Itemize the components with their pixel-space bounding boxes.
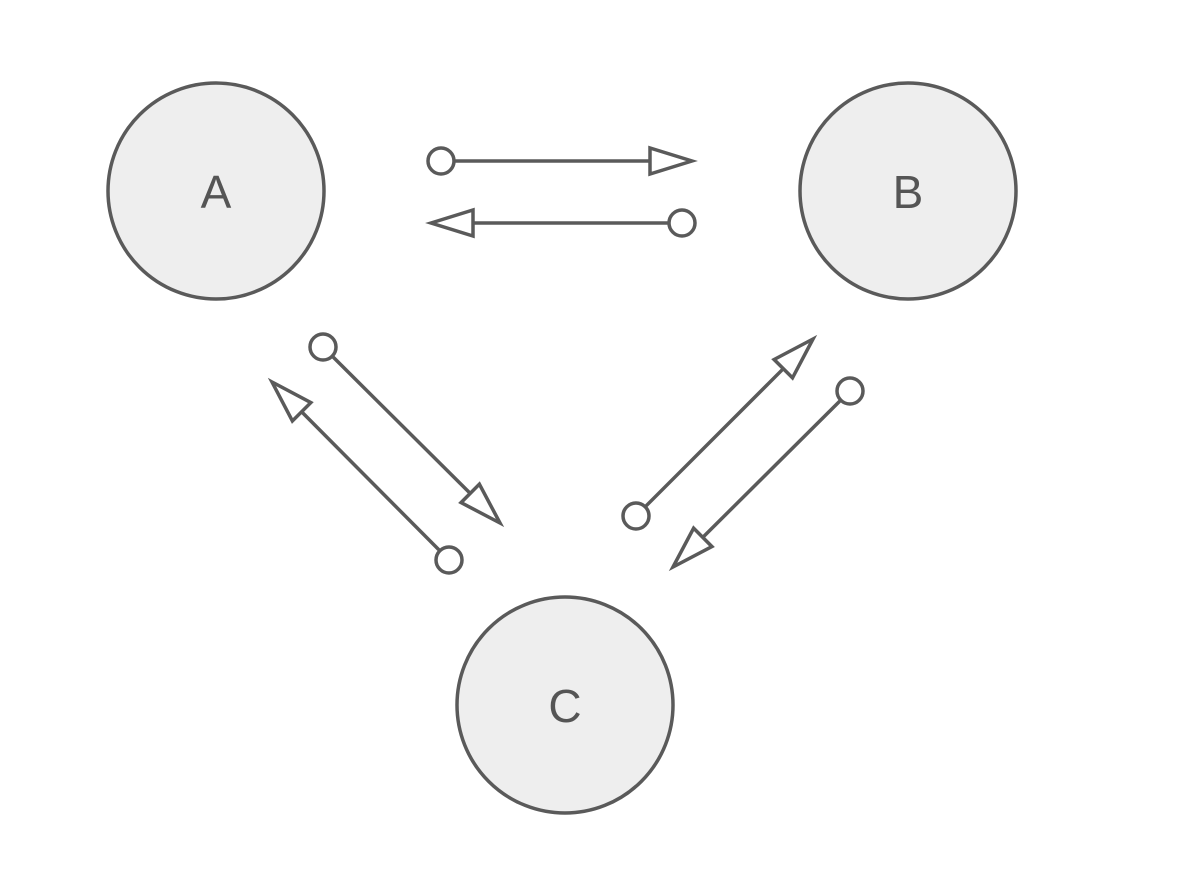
nodes-layer: A B C bbox=[106, 81, 1018, 815]
edge-line bbox=[300, 410, 442, 553]
edge-line bbox=[643, 367, 785, 509]
edge-tail-circle-marker bbox=[426, 146, 456, 176]
edge-tail-circle-marker bbox=[621, 501, 651, 531]
edge-tail-circle-marker bbox=[667, 208, 697, 238]
edge-arrowhead-icon bbox=[267, 377, 314, 424]
node-a[interactable]: A bbox=[106, 81, 326, 301]
edge-arrowhead-icon bbox=[425, 207, 475, 239]
node-circle bbox=[798, 81, 1018, 301]
node-c[interactable]: C bbox=[455, 595, 675, 815]
node-b[interactable]: B bbox=[798, 81, 1018, 301]
edge-arrowhead-icon bbox=[458, 481, 505, 528]
edge-c-to-a[interactable] bbox=[267, 377, 464, 575]
edge-b-to-a[interactable] bbox=[425, 207, 697, 239]
edge-arrowhead-icon bbox=[771, 334, 818, 381]
edge-a-to-b[interactable] bbox=[426, 145, 698, 177]
edge-a-to-c[interactable] bbox=[308, 332, 505, 528]
edge-tail-circle-marker bbox=[434, 545, 464, 575]
edge-line bbox=[330, 354, 472, 495]
edge-line bbox=[701, 398, 843, 539]
edge-arrowhead-icon bbox=[648, 145, 698, 177]
edge-tail-circle-marker bbox=[308, 332, 338, 362]
edge-tail-circle-marker bbox=[835, 376, 865, 406]
node-label: B bbox=[893, 166, 924, 218]
node-label: A bbox=[201, 166, 232, 218]
node-circle bbox=[455, 595, 675, 815]
node-circle bbox=[106, 81, 326, 301]
edges-layer bbox=[267, 145, 865, 575]
node-label: C bbox=[548, 680, 581, 732]
edge-c-to-b[interactable] bbox=[621, 334, 818, 531]
edge-arrowhead-icon bbox=[668, 525, 715, 572]
edge-b-to-c[interactable] bbox=[668, 376, 865, 572]
